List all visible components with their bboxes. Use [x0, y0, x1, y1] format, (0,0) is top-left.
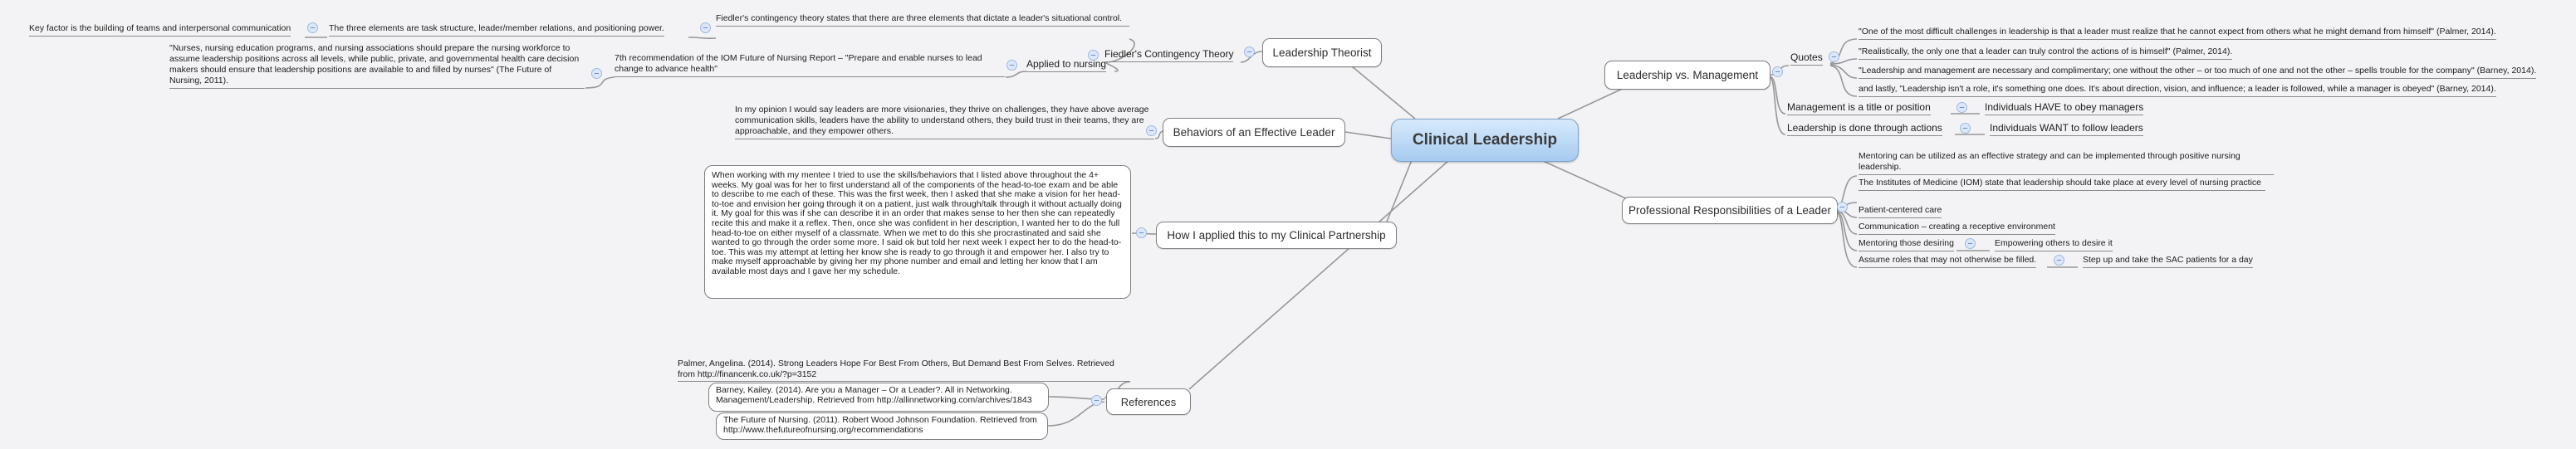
- collapse-icon[interactable]: −: [1960, 123, 1971, 134]
- node-quotes[interactable]: Quotes: [1790, 51, 1823, 66]
- node-resp-empowering[interactable]: Empowering others to desire it: [1995, 238, 2113, 251]
- node-resp-iom[interactable]: The Institutes of Medicine (IOM) state t…: [1859, 178, 2265, 191]
- collapse-icon[interactable]: −: [1136, 227, 1147, 238]
- node-quote-3[interactable]: "Leadership and management are necessary…: [1859, 66, 2537, 79]
- node-resp-mentoring-strategy[interactable]: Mentoring can be utilized as an effectiv…: [1859, 151, 2274, 175]
- node-fiedler-statement[interactable]: Fiedler's contingency theory states that…: [716, 13, 1129, 27]
- node-quote-2[interactable]: "Realistically, the only one that a lead…: [1859, 46, 2233, 60]
- node-resp-assume-roles[interactable]: Assume roles that may not otherwise be f…: [1859, 255, 2037, 268]
- node-resp-mentoring-desiring[interactable]: Mentoring those desiring: [1859, 238, 1954, 251]
- node-leadership-theorist[interactable]: Leadership Theorist: [1262, 38, 1382, 67]
- node-management-title[interactable]: Management is a title or position: [1787, 101, 1931, 115]
- node-clinical-partnership-narrative[interactable]: When working with my mentee I tried to u…: [704, 165, 1131, 299]
- node-nurses-quote[interactable]: "Nurses, nursing education programs, and…: [169, 43, 585, 89]
- node-leadership-vs-management[interactable]: Leadership vs. Management: [1604, 61, 1770, 90]
- collapse-icon[interactable]: −: [2054, 255, 2064, 266]
- node-how-i-applied[interactable]: How I applied this to my Clinical Partne…: [1156, 222, 1397, 249]
- node-fiedlers-contingency-theory[interactable]: Fiedler's Contingency Theory: [1104, 48, 1234, 62]
- collapse-icon[interactable]: −: [1088, 50, 1099, 61]
- node-quote-1[interactable]: "One of the most difficult challenges in…: [1859, 27, 2496, 40]
- collapse-icon[interactable]: −: [1146, 125, 1157, 136]
- collapse-icon[interactable]: −: [1006, 60, 1017, 71]
- collapse-icon[interactable]: −: [1965, 238, 1976, 249]
- collapse-icon[interactable]: −: [307, 22, 318, 33]
- node-clinical-leadership-root[interactable]: Clinical Leadership: [1391, 119, 1579, 162]
- node-key-factor[interactable]: Key factor is the building of teams and …: [29, 23, 291, 37]
- node-reference-future-of-nursing[interactable]: The Future of Nursing. (2011). Robert Wo…: [716, 412, 1048, 440]
- node-applied-to-nursing[interactable]: Applied to nursing: [1026, 58, 1107, 72]
- collapse-icon[interactable]: −: [1837, 202, 1848, 212]
- node-opinion[interactable]: In my opinion I would say leaders are mo…: [735, 105, 1154, 139]
- collapse-icon[interactable]: −: [1829, 51, 1839, 62]
- node-three-elements[interactable]: The three elements are task structure, l…: [329, 23, 664, 37]
- node-resp-sac-patients[interactable]: Step up and take the SAC patients for a …: [2083, 255, 2253, 268]
- node-professional-responsibilities[interactable]: Professional Responsibilities of a Leade…: [1622, 197, 1838, 224]
- node-references[interactable]: References: [1106, 388, 1191, 415]
- collapse-icon[interactable]: −: [1956, 102, 1967, 113]
- node-leadership-actions[interactable]: Leadership is done through actions: [1787, 122, 1942, 136]
- node-reference-palmer[interactable]: Palmer, Angelina. (2014). Strong Leaders…: [678, 359, 1130, 382]
- node-individuals-obey[interactable]: Individuals HAVE to obey managers: [1985, 101, 2144, 115]
- node-individuals-follow[interactable]: Individuals WANT to follow leaders: [1990, 122, 2143, 136]
- collapse-icon[interactable]: −: [1244, 46, 1255, 57]
- node-behaviors-of-effective-leader[interactable]: Behaviors of an Effective Leader: [1163, 118, 1345, 147]
- node-iom-recommendation[interactable]: 7th recommendation of the IOM Future of …: [615, 53, 1005, 77]
- node-quote-4[interactable]: and lastly, "Leadership isn't a role, it…: [1859, 84, 2496, 97]
- collapse-icon[interactable]: −: [591, 68, 602, 79]
- node-reference-barney[interactable]: Barney, Kailey. (2014). Are you a Manage…: [708, 383, 1049, 412]
- collapse-icon[interactable]: −: [700, 22, 711, 33]
- collapse-icon[interactable]: −: [1091, 395, 1102, 406]
- node-resp-communication[interactable]: Communication – creating a receptive env…: [1859, 222, 2055, 235]
- node-resp-patient-centered[interactable]: Patient-centered care: [1859, 205, 1942, 218]
- collapse-icon[interactable]: −: [1772, 66, 1783, 77]
